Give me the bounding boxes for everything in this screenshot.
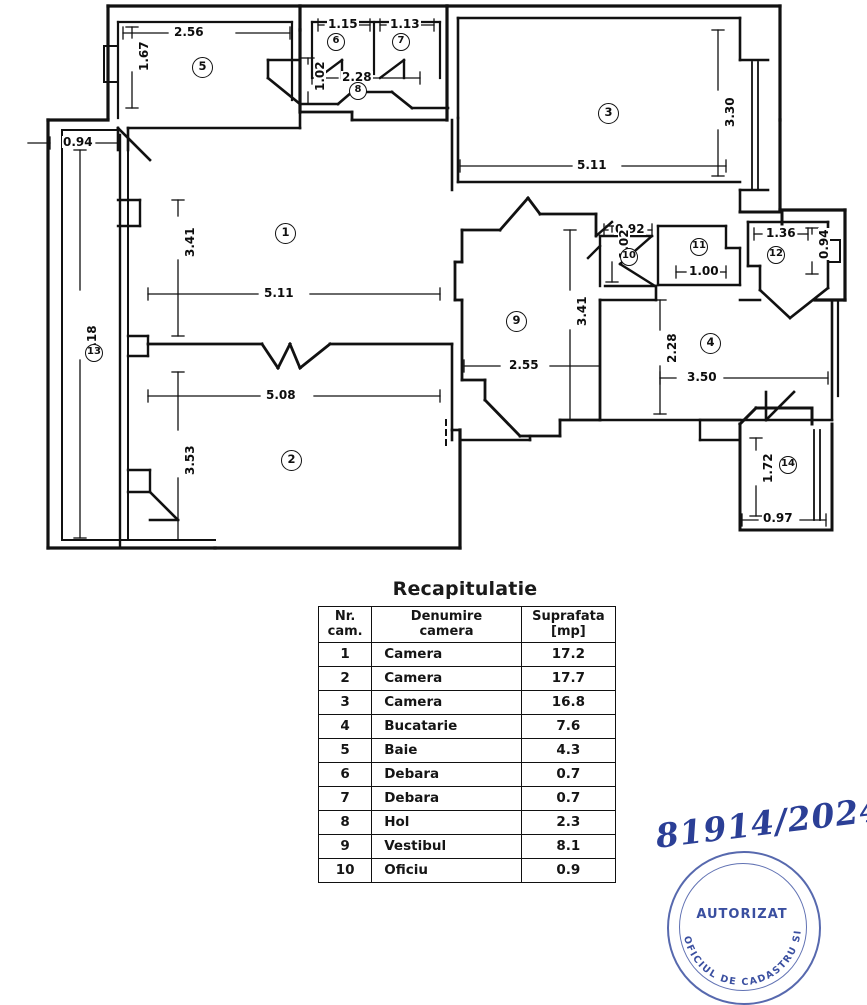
cell-nr: 9 bbox=[317, 834, 373, 860]
cell-nr: 8 bbox=[317, 810, 373, 836]
header-row: Nr. cam. Denumire camera Suprafata [mp] bbox=[317, 605, 617, 644]
recapitulatie-block: Recapitulatie Nr. cam. Denumire camera S… bbox=[310, 578, 620, 884]
cell-room-name: Camera bbox=[371, 666, 522, 692]
floor-plan-drawing bbox=[27, 4, 847, 550]
dim-room4-width: 3.50 bbox=[686, 370, 718, 384]
room-marker-7: 7 bbox=[392, 33, 410, 51]
dim-room5-width: 2.56 bbox=[173, 25, 205, 39]
room-marker-4: 4 bbox=[700, 333, 721, 354]
cell-room-name: Oficiu bbox=[371, 858, 522, 884]
cell-room-name: Debara bbox=[371, 762, 522, 788]
cell-nr: 4 bbox=[317, 714, 373, 740]
cell-area: 0.7 bbox=[520, 786, 617, 812]
room-marker-12: 12 bbox=[767, 246, 785, 264]
dim-room12-width: 1.36 bbox=[765, 226, 797, 240]
dim-room8-height: 1.02 bbox=[313, 60, 327, 92]
cell-room-name: Camera bbox=[371, 642, 522, 668]
table-header: Nr. cam. Denumire camera Suprafata [mp] bbox=[317, 605, 617, 644]
dim-balcony14-width: 0.97 bbox=[762, 511, 794, 525]
cell-nr: 10 bbox=[317, 858, 373, 884]
dim-balcony13-top: 0.94 bbox=[62, 135, 94, 149]
dim-room11-width: 1.00 bbox=[688, 264, 720, 278]
cell-area: 4.3 bbox=[520, 738, 617, 764]
dim-room2-height: 3.53 bbox=[183, 444, 197, 476]
room-marker-11: 11 bbox=[690, 238, 708, 256]
dim-room6-width: 1.15 bbox=[327, 17, 359, 31]
cell-room-name: Hol bbox=[371, 810, 522, 836]
dim-room9-width: 2.55 bbox=[508, 358, 540, 372]
header-denumire-camera: Denumire camera bbox=[371, 605, 522, 644]
room-marker-13: 13 bbox=[85, 344, 103, 362]
dim-room9-height: 3.41 bbox=[575, 295, 589, 327]
room-marker-9: 9 bbox=[506, 311, 527, 332]
cell-area: 7.6 bbox=[520, 714, 617, 740]
room-marker-8: 8 bbox=[349, 82, 367, 100]
room-schedule-table: Nr. cam. Denumire camera Suprafata [mp] … bbox=[317, 605, 617, 884]
cell-area: 0.9 bbox=[520, 858, 617, 884]
cell-area: 17.2 bbox=[520, 642, 617, 668]
header-nr-line1: Nr. bbox=[334, 609, 356, 624]
room-marker-1: 1 bbox=[275, 223, 296, 244]
cell-area: 8.1 bbox=[520, 834, 617, 860]
floor-plan-page: 2.56 1.67 1.15 1.13 2.28 1.02 5.11 3.30 … bbox=[27, 4, 867, 1005]
dim-room1-width: 5.11 bbox=[263, 286, 295, 300]
cell-nr: 5 bbox=[317, 738, 373, 764]
dim-room4-height: 2.28 bbox=[665, 332, 679, 364]
dim-room2-width: 5.08 bbox=[265, 388, 297, 402]
cell-room-name: Vestibul bbox=[371, 834, 522, 860]
cell-nr: 1 bbox=[317, 642, 373, 668]
room-marker-2: 2 bbox=[281, 450, 302, 471]
cell-nr: 3 bbox=[317, 690, 373, 716]
stamp-center-text: AUTORIZAT bbox=[696, 907, 788, 922]
recapitulatie-title: Recapitulatie bbox=[392, 578, 538, 600]
room-marker-10: 10 bbox=[620, 248, 638, 266]
room-marker-6: 6 bbox=[327, 33, 345, 51]
cell-area: 17.7 bbox=[520, 666, 617, 692]
dim-room3-width: 5.11 bbox=[576, 158, 608, 172]
cell-room-name: Camera bbox=[371, 690, 522, 716]
dim-room1-height: 3.41 bbox=[183, 226, 197, 258]
header-nr-line2: cam. bbox=[327, 623, 363, 639]
dim-balcony14-height: 1.72 bbox=[761, 452, 775, 484]
dim-room8-width: 2.28 bbox=[341, 70, 373, 84]
cell-room-name: Debara bbox=[371, 786, 522, 812]
dim-room5-height: 1.67 bbox=[137, 40, 151, 72]
room-marker-14: 14 bbox=[779, 456, 797, 474]
header-suprafata: Suprafata [mp] bbox=[520, 605, 617, 644]
room-marker-3: 3 bbox=[598, 103, 619, 124]
header-name-line2: camera bbox=[419, 623, 474, 639]
dim-room3-height: 3.30 bbox=[723, 96, 737, 128]
cell-room-name: Bucatarie bbox=[371, 714, 522, 740]
header-name-line1: Denumire bbox=[410, 609, 483, 624]
cell-nr: 6 bbox=[317, 762, 373, 788]
cell-nr: 7 bbox=[317, 786, 373, 812]
header-nr-cam: Nr. cam. bbox=[317, 605, 373, 644]
cell-room-name: Baie bbox=[371, 738, 522, 764]
cell-nr: 2 bbox=[317, 666, 373, 692]
header-area-line1: Suprafata bbox=[532, 609, 605, 624]
dim-room7-width: 1.13 bbox=[389, 17, 421, 31]
room-marker-5: 5 bbox=[192, 57, 213, 78]
dim-room12-height: 0.94 bbox=[817, 228, 831, 260]
cell-area: 0.7 bbox=[520, 762, 617, 788]
cell-area: 16.8 bbox=[520, 690, 617, 716]
header-area-line2: [mp] bbox=[551, 623, 586, 639]
cell-area: 2.3 bbox=[520, 810, 617, 836]
